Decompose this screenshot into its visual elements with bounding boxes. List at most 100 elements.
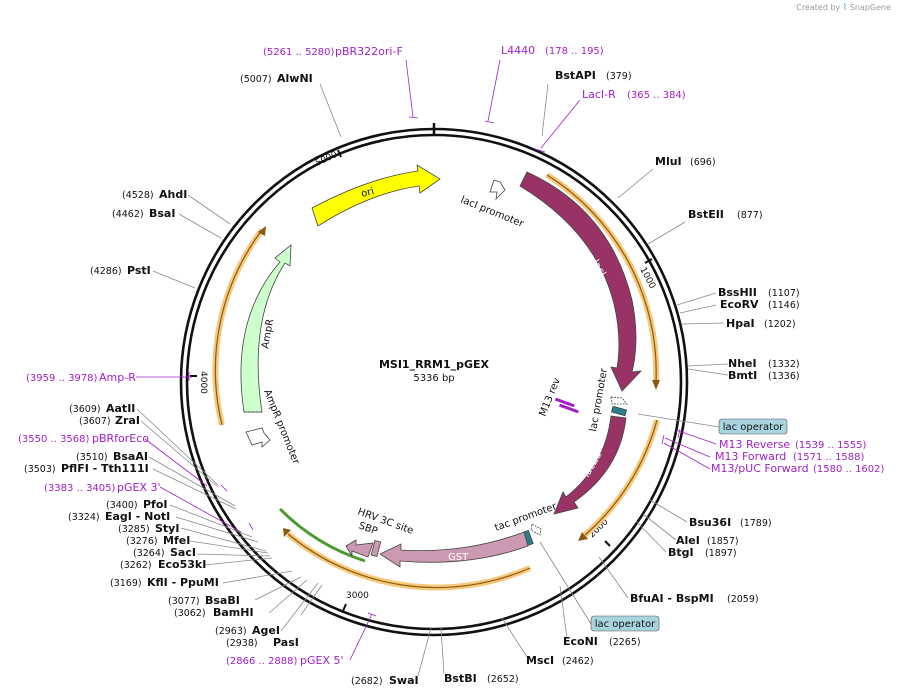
enzyme-bamhi[interactable]: (3062) BamHI — [174, 606, 254, 619]
enzyme-alei[interactable]: AleI (1857) — [676, 534, 739, 547]
laci-feature[interactable]: lacI — [519, 171, 643, 392]
enzyme-name: PasI — [273, 636, 299, 649]
enzyme-pos: (1789) — [740, 518, 772, 529]
enzyme-bstapi[interactable]: BstAPI (379) — [555, 69, 632, 82]
sbp-arrow[interactable] — [345, 539, 374, 558]
enzyme-pos: (3062) — [174, 608, 206, 619]
enzyme-econi[interactable]: EcoNI (2265) — [563, 635, 641, 648]
ampr-promoter-arrow[interactable] — [245, 427, 271, 448]
lac-promoter-box[interactable] — [611, 405, 627, 417]
enzyme-pos: (1897) — [705, 548, 737, 559]
enzyme-alwni[interactable]: (5007) AlwNI — [240, 72, 313, 85]
ampr-feature[interactable]: AmpR — [240, 244, 292, 413]
enzyme-pos: (2938) — [226, 638, 258, 649]
enzyme-hpai[interactable]: HpaI (1202) — [726, 317, 796, 330]
enzyme-name: BstBI — [444, 672, 477, 685]
primer-l4440[interactable]: L4440 (178 .. 195) — [501, 44, 604, 57]
primer-name: pBR322ori-F — [335, 45, 403, 58]
primer-name: Amp-R — [99, 371, 136, 384]
enzyme-name: AlwNI — [277, 72, 313, 85]
primer-name: L4440 — [501, 44, 535, 57]
lac-operator-callouts: lac operator lac operator — [539, 413, 788, 632]
enzyme-eco53ki[interactable]: (3262) Eco53kI — [120, 558, 206, 571]
lac-operator-label-1: lac operator — [723, 422, 784, 433]
hrv-3c-site-box[interactable] — [370, 539, 382, 557]
primer-pgex-3[interactable]: (3383 .. 3405) pGEX 3' — [44, 481, 161, 494]
enzyme-name: NheI — [728, 357, 757, 370]
enzyme-agei[interactable]: (2963) AgeI — [215, 624, 280, 637]
green-orf-arc — [278, 507, 366, 563]
enzyme-kfli-ppumi[interactable]: (3169) KflI - PpuMI — [110, 576, 219, 589]
ampr-label: AmpR — [260, 318, 276, 349]
laci-promoter-arrow[interactable] — [489, 179, 506, 201]
lac-promoter-arrow[interactable] — [610, 396, 628, 405]
lac-promoter-label: lac promoter — [588, 367, 610, 433]
enzyme-pos: (5007) — [240, 74, 272, 85]
enzyme-pos: (3285) — [118, 524, 150, 535]
lac-operator-box-2[interactable] — [590, 615, 660, 632]
enzyme-pfoi[interactable]: (3400) PfoI — [106, 498, 168, 511]
enzyme-pos: (3264) — [133, 548, 165, 559]
primer-m13-reverse[interactable]: M13 Reverse (1539 .. 1555) — [719, 438, 867, 451]
enzyme-msci[interactable]: MscI (2462) — [526, 654, 594, 667]
primer-amp-r[interactable]: (3959 .. 3978) Amp-R — [26, 371, 136, 384]
enzyme-aatii[interactable]: (3609) AatII — [69, 402, 135, 415]
enzyme-name: MscI — [526, 654, 554, 667]
primer-laci-r[interactable]: LacI-R (365 .. 384) — [582, 88, 686, 101]
enzyme-pos: (1202) — [764, 319, 796, 330]
enzyme-pos: (2265) — [609, 637, 641, 648]
enzyme-ecorv[interactable]: EcoRV (1146) — [720, 298, 800, 311]
enzyme-pflfi-tth111i[interactable]: (3503) PflFI - Tth111I — [24, 462, 149, 475]
lac-operator-box-1[interactable] — [718, 418, 788, 435]
enzyme-bsteii[interactable]: BstEII (877) — [688, 208, 763, 221]
enzyme-pos: (1857) — [707, 536, 739, 547]
enzyme-pos: (3169) — [110, 578, 142, 589]
enzyme-bsabi[interactable]: (3077) BsaBI — [168, 594, 240, 607]
enzyme-pos: (3503) — [24, 464, 56, 475]
primer-m13-puc-forward[interactable]: M13/pUC Forward (1580 .. 1602) — [711, 462, 885, 475]
tick-4000: 4000 — [198, 371, 208, 394]
enzyme-styi[interactable]: (3285) StyI — [118, 522, 179, 535]
enzyme-bsaai[interactable]: (3510) BsaAI — [76, 450, 148, 463]
primer-pgex-5[interactable]: (2866 .. 2888) pGEX 5' — [226, 654, 344, 667]
enzyme-name: Bsu36I — [689, 516, 731, 529]
gst-label: GST — [448, 552, 469, 563]
primer-pbrforeco[interactable]: (3550 .. 3568) pBRforEco — [18, 432, 149, 445]
primer-range: (1580 .. 1602) — [813, 464, 885, 475]
enzyme-psti[interactable]: (4286) PstI — [90, 264, 151, 277]
enzyme-bfuai-bspmi[interactable]: BfuAI - BspMI (2059) — [630, 592, 759, 605]
credit-brand: SnapGene — [849, 3, 891, 12]
enzyme-name: SacI — [170, 546, 196, 559]
lac-operator-label-2: lac operator — [595, 619, 656, 630]
m13-rev-feature[interactable]: M13 rev — [538, 376, 579, 418]
enzyme-name: BsaBI — [205, 594, 240, 607]
enzyme-saci[interactable]: (3264) SacI — [133, 546, 196, 559]
enzyme-zrai[interactable]: (3607) ZraI — [79, 414, 140, 427]
enzyme-mfei[interactable]: (3276) MfeI — [126, 534, 190, 547]
enzyme-pos: (1336) — [768, 371, 800, 382]
enzyme-btgi[interactable]: BtgI (1897) — [668, 546, 737, 559]
enzyme-bmti[interactable]: BmtI (1336) — [728, 369, 800, 382]
tick-3000: 3000 — [346, 591, 369, 601]
ori-feature[interactable]: ori — [311, 164, 441, 227]
enzyme-bsshii[interactable]: BssHII (1107) — [718, 286, 800, 299]
tac-promoter-arrow[interactable] — [530, 523, 542, 536]
enzyme-name: KflI - PpuMI — [147, 576, 219, 589]
gst-feature[interactable]: GST — [379, 531, 529, 568]
enzyme-eagi-noti[interactable]: (3324) EagI - NotI — [68, 510, 170, 523]
enzyme-name: ZraI — [115, 414, 140, 427]
enzyme-mlui[interactable]: MluI (696) — [655, 155, 716, 168]
enzyme-bsai[interactable]: (4462) BsaI — [112, 207, 175, 220]
enzyme-pasi[interactable]: (2938) PasI — [226, 636, 299, 649]
enzyme-swai[interactable]: (2682) SwaI — [351, 674, 419, 687]
enzyme-ahdi[interactable]: (4528) AhdI — [122, 188, 187, 201]
enzyme-bstbi[interactable]: BstBI (2652) — [444, 672, 519, 685]
enzyme-name: BsaI — [149, 207, 175, 220]
primer-pbr322ori-f[interactable]: (5261 .. 5280) pBR322ori-F — [263, 45, 403, 58]
enzyme-nhei[interactable]: NheI (1332) — [728, 357, 800, 370]
primer-m13-forward[interactable]: M13 Forward (1571 .. 1588) — [715, 450, 865, 463]
enzyme-pos: (3077) — [168, 596, 200, 607]
enzyme-bsu36i[interactable]: Bsu36I (1789) — [689, 516, 772, 529]
enzyme-pos: (3609) — [69, 404, 101, 415]
